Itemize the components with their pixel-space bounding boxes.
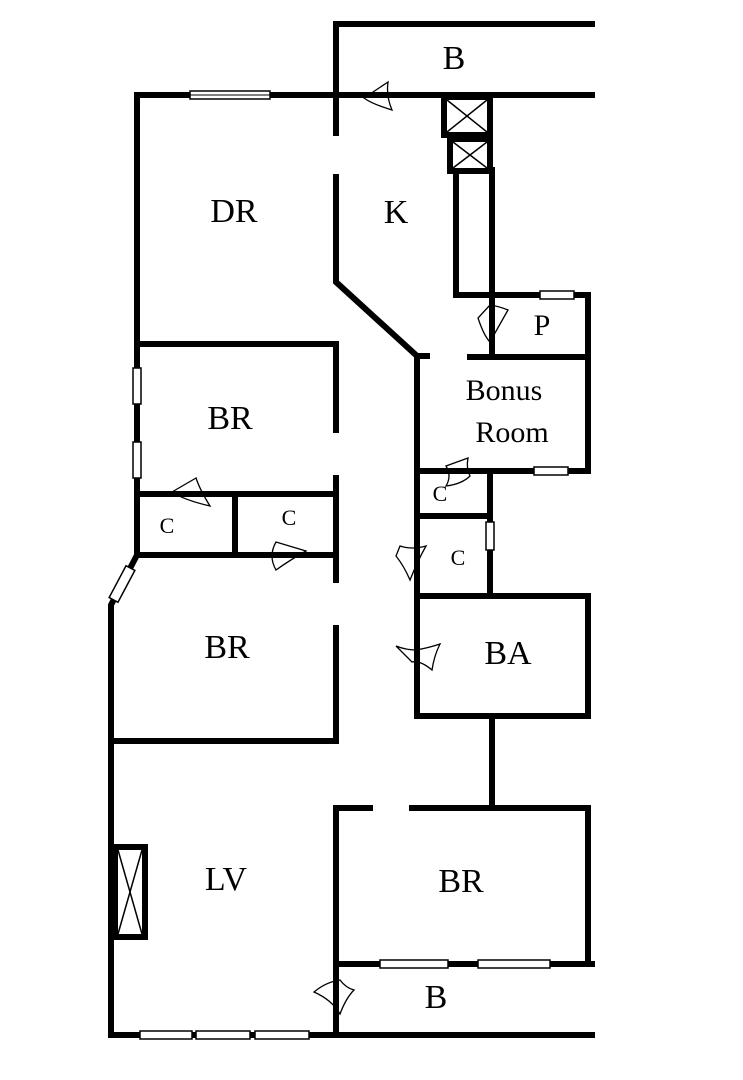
walls — [108, 21, 595, 1038]
label-bonus-2: Room — [475, 416, 548, 449]
label-pantry: P — [534, 309, 551, 342]
door-balcony-top — [362, 80, 394, 112]
wall-balcony-top — [333, 21, 595, 98]
label-closet-right-lower: C — [451, 545, 466, 570]
wall-dr-k-lower — [333, 174, 430, 359]
window-lv-2 — [195, 1030, 251, 1040]
door-balcony-bottom — [312, 979, 356, 1016]
window-closet-right — [485, 521, 495, 551]
wall-pantry — [489, 292, 591, 474]
window-br-low-2 — [477, 959, 551, 969]
label-kitchen: K — [384, 194, 409, 231]
window-bonus — [533, 466, 569, 476]
window-br-upper-2 — [132, 441, 142, 479]
window-angle — [108, 564, 136, 604]
label-bedroom-lower: BR — [438, 863, 484, 900]
windows — [108, 90, 575, 1040]
door-pantry — [477, 304, 509, 344]
wall-left-angle — [108, 550, 142, 1038]
label-bedroom-middle: BR — [204, 629, 250, 666]
door-bonus — [444, 456, 471, 487]
door-closet-right — [395, 544, 428, 582]
label-bedroom-upper: BR — [207, 400, 253, 437]
window-pantry — [539, 290, 575, 300]
label-bonus-1: Bonus — [466, 374, 543, 407]
label-balcony-bottom: B — [425, 979, 448, 1016]
label-closet-left-1: C — [160, 513, 175, 538]
window-lv-3 — [254, 1030, 310, 1040]
door-closet-left-1 — [170, 477, 212, 507]
label-living: LV — [205, 861, 248, 898]
door-bath — [395, 642, 442, 672]
label-bath: BA — [484, 635, 532, 672]
label-balcony-top: B — [443, 40, 466, 77]
window-br-upper-1 — [132, 367, 142, 405]
window-lv-1 — [139, 1030, 193, 1040]
label-closet-left-2: C — [282, 505, 297, 530]
label-closet-right-upper: C — [433, 481, 448, 506]
fixtures — [112, 94, 493, 940]
door-swings — [170, 80, 509, 1016]
room-labels: B DR K P Bonus Room BR C C C C BR BA LV … — [160, 40, 551, 1016]
label-dining: DR — [210, 193, 258, 230]
wall-kitchen-duct — [453, 167, 495, 298]
window-br-low-1 — [379, 959, 449, 969]
door-closet-left-2 — [271, 541, 308, 571]
